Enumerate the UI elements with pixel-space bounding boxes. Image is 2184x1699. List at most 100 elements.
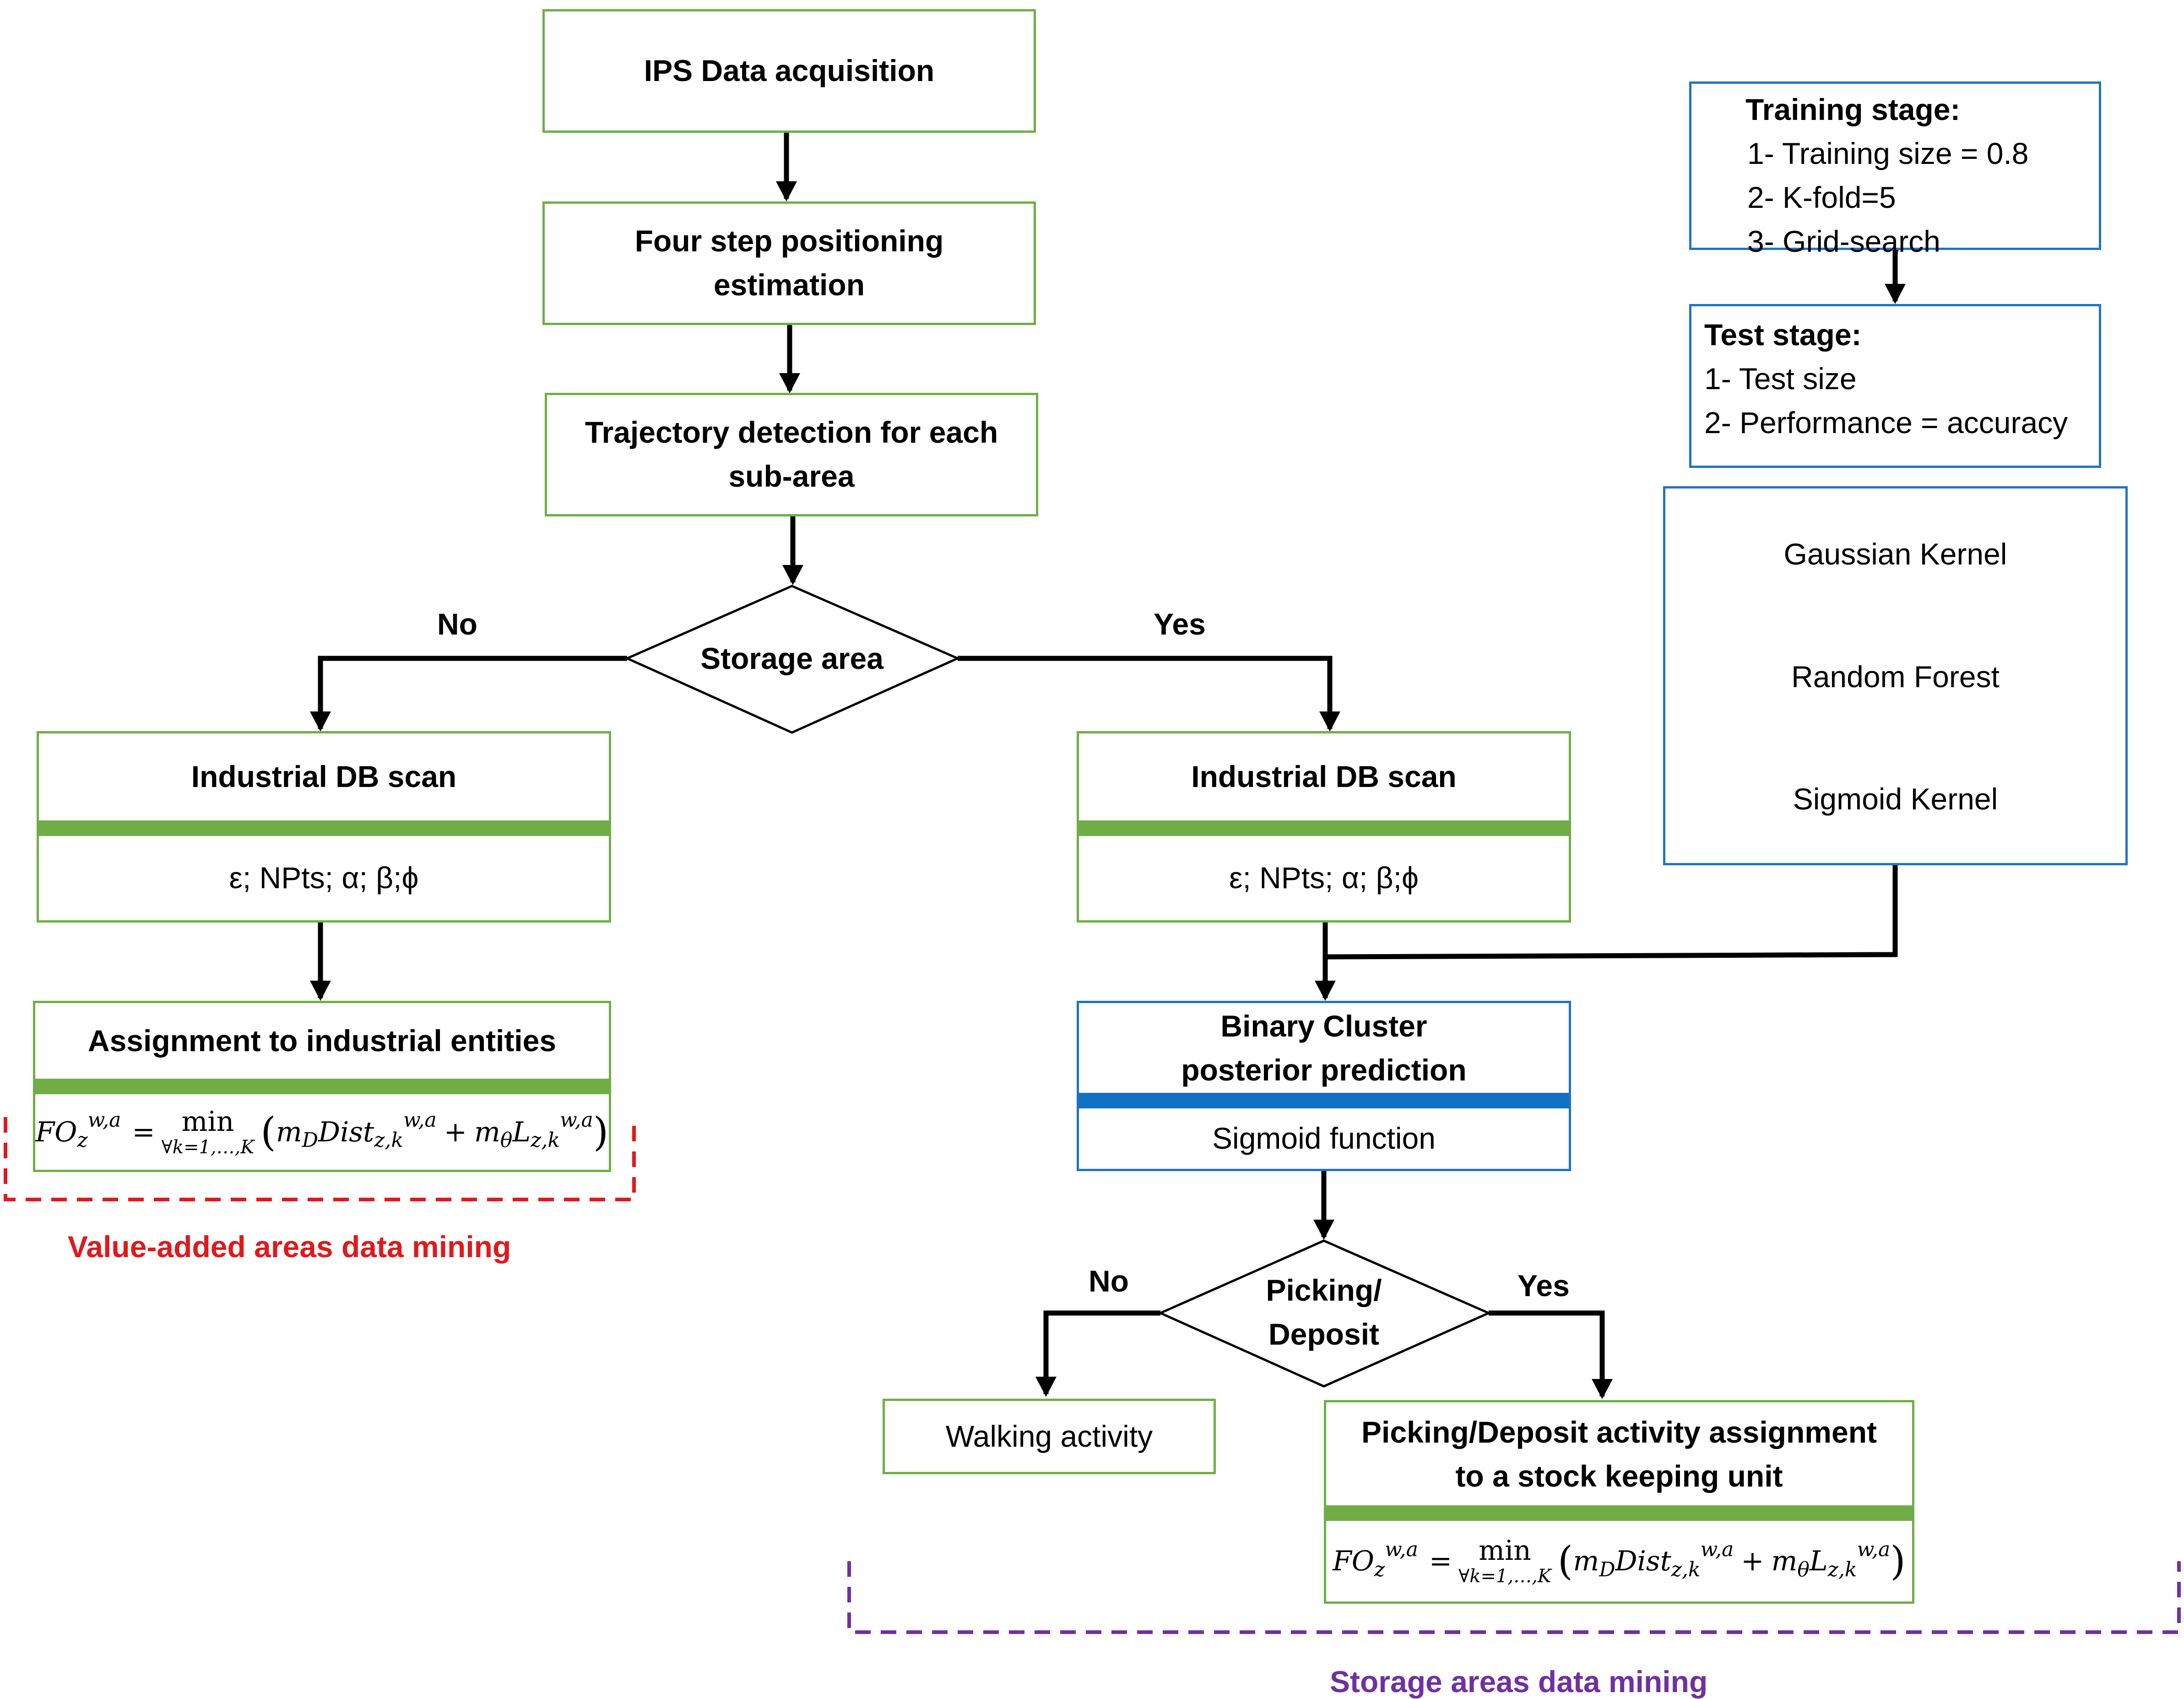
training-stage-title: Training stage: — [1745, 92, 1961, 126]
p-formula-open-paren: ( — [1557, 1538, 1573, 1584]
picking-deposit-line-1: Picking/ — [1266, 1273, 1382, 1307]
storage-area-label: Storage area — [700, 641, 883, 675]
formula-plus: + — [444, 1116, 467, 1148]
four-step-line-2: estimation — [713, 268, 865, 302]
binary-cluster-line-2: posterior prediction — [1181, 1053, 1467, 1087]
formula-m1: m — [276, 1116, 302, 1148]
branch-no-top: No — [437, 607, 477, 641]
formula-m2-sub: θ — [500, 1129, 513, 1152]
formula-l-sup: w,a — [560, 1108, 593, 1132]
assignment-divider — [35, 1079, 609, 1094]
formula-dist-sub: z,k — [374, 1129, 404, 1152]
p-formula-lhs-sub: z — [1374, 1558, 1385, 1581]
ips-data-acquisition-label: IPS Data acquisition — [644, 54, 935, 88]
picking-assignment-title: Picking/Deposit activity assignment to a… — [1326, 1402, 1912, 1505]
p-formula-dist-sup: w,a — [1700, 1537, 1734, 1561]
training-item-3: 3- Grid-search — [1747, 224, 1940, 258]
trajectory-line-1: Trajectory detection for each — [585, 415, 998, 450]
formula-m1-sub: D — [302, 1129, 319, 1152]
p-formula-plus: + — [1741, 1545, 1764, 1577]
binary-cluster-function: Sigmoid function — [1212, 1121, 1436, 1156]
value-added-region-label: Value-added areas data mining — [68, 1230, 511, 1264]
picking-assignment-divider — [1326, 1505, 1912, 1521]
p-formula-close-paren: ) — [1890, 1538, 1906, 1584]
db-scan-right-title: Industrial DB scan — [1191, 760, 1457, 794]
value-added-region-bracket — [4, 1117, 636, 1201]
p-formula-m2-sub: θ — [1797, 1558, 1810, 1581]
formula-m2: m — [474, 1116, 500, 1148]
p-formula-min: min∀k=1,…,K — [1458, 1537, 1551, 1585]
p-formula-min-sub: ∀k=1,…,K — [1458, 1566, 1551, 1587]
kernel-gaussian: Gaussian Kernel — [1783, 537, 2007, 571]
picking-assignment-box: Picking/Deposit activity assignment to a… — [1324, 1400, 1914, 1604]
ips-data-acquisition-box: IPS Data acquisition — [542, 9, 1036, 133]
p-formula-l-sub: z,k — [1827, 1558, 1857, 1581]
formula-lhs-sub: z — [77, 1129, 88, 1152]
test-item-2: 2- Performance = accuracy — [1704, 406, 2068, 440]
walking-activity-box: Walking activity — [883, 1399, 1216, 1474]
storage-region-bracket — [847, 1561, 2181, 1634]
db-scan-left-divider — [39, 820, 609, 836]
kernels-box: Gaussian Kernel Random Forest Sigmoid Ke… — [1663, 486, 2128, 865]
industrial-db-scan-left: Industrial DB scan ε; NPts; α; β;ϕ — [37, 731, 611, 923]
training-item-1: 1- Training size = 0.8 — [1747, 136, 2029, 170]
formula-min: min∀k=1,…,K — [162, 1108, 255, 1156]
formula-eq: = — [132, 1116, 155, 1148]
arrow-picking-no — [1035, 1310, 1160, 1397]
p-formula-dist-sub: z,k — [1671, 1558, 1701, 1581]
p-formula-lhs: FO — [1333, 1545, 1374, 1577]
p-formula-eq: = — [1429, 1545, 1452, 1577]
assignment-title: Assignment to industrial entities — [87, 1023, 557, 1058]
picking-assignment-line-2: to a stock keeping unit — [1455, 1459, 1783, 1493]
picking-assignment-line-1: Picking/Deposit activity assignment — [1361, 1415, 1877, 1449]
formula-min-op: min — [181, 1105, 234, 1138]
test-item-1: 1- Test size — [1704, 362, 1857, 396]
branch-yes-bottom: Yes — [1517, 1269, 1570, 1303]
binary-cluster-line-1: Binary Cluster — [1220, 1009, 1427, 1043]
p-formula-l-sup: w,a — [1857, 1537, 1891, 1561]
p-formula-dist: Dist — [1615, 1545, 1671, 1577]
arrow-storage-yes — [958, 656, 1340, 732]
picking-deposit-diamond — [1157, 1239, 1492, 1388]
walking-activity-label: Walking activity — [945, 1419, 1153, 1453]
four-step-positioning-label: Four step positioning estimation — [545, 204, 1034, 323]
db-scan-left-title: Industrial DB scan — [191, 760, 457, 794]
p-formula-m1-sub: D — [1599, 1558, 1615, 1581]
industrial-db-scan-right: Industrial DB scan ε; NPts; α; β;ϕ — [1077, 731, 1571, 923]
kernel-sigmoid: Sigmoid Kernel — [1793, 782, 1998, 816]
four-step-line-1: Four step positioning — [634, 224, 944, 258]
picking-deposit-line-2: Deposit — [1268, 1317, 1380, 1351]
formula-l: L — [512, 1116, 531, 1148]
formula-open-paren: ( — [260, 1109, 276, 1155]
db-scan-right-divider — [1079, 820, 1569, 836]
storage-area-diamond — [624, 585, 961, 734]
training-stage-box: Training stage: 1- Training size = 0.8 2… — [1689, 81, 2101, 258]
formula-l-sub: z,k — [531, 1129, 560, 1152]
kernel-random-forest: Random Forest — [1791, 660, 2000, 694]
binary-cluster-divider — [1079, 1093, 1569, 1108]
trajectory-detection-label: Trajectory detection for each sub-area — [547, 395, 1036, 514]
binary-cluster-box: Binary Cluster posterior prediction Sigm… — [1077, 1001, 1571, 1171]
test-stage-title: Test stage: — [1704, 318, 1862, 352]
test-stage-box: Test stage: 1- Test size 2- Performance … — [1689, 304, 2101, 468]
p-formula-lhs-sup: w,a — [1385, 1537, 1418, 1561]
training-item-2: 2- K-fold=5 — [1747, 180, 1896, 214]
four-step-positioning-box: Four step positioning estimation — [542, 201, 1036, 325]
p-formula-l: L — [1809, 1545, 1828, 1577]
formula-min-sub: ∀k=1,…,K — [161, 1136, 255, 1158]
binary-cluster-title: Binary Cluster posterior prediction — [1079, 1003, 1569, 1093]
branch-no-bottom: No — [1089, 1264, 1129, 1298]
arrow-storage-no — [310, 656, 627, 732]
db-scan-right-params: ε; NPts; α; β;ϕ — [1229, 861, 1419, 895]
formula-lhs: FO — [35, 1116, 77, 1148]
line-kernels-to-binary — [1325, 865, 1898, 960]
storage-region-label: Storage areas data mining — [1330, 1665, 1708, 1699]
picking-deposit-label: Picking/ Deposit — [1236, 1268, 1412, 1356]
formula-dist: Dist — [318, 1116, 374, 1148]
formula-close-paren: ) — [593, 1109, 609, 1155]
trajectory-detection-box: Trajectory detection for each sub-area — [545, 393, 1038, 516]
